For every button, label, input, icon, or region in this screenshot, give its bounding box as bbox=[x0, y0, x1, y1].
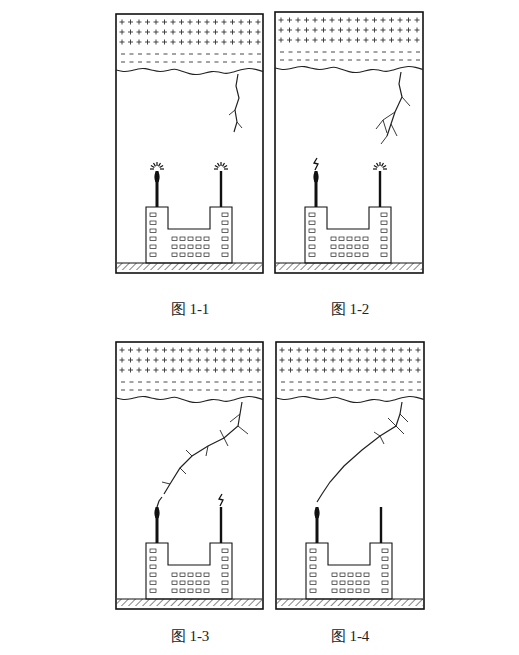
figure-caption: 图 1-4 bbox=[331, 627, 370, 646]
figure-caption: 图 1-2 bbox=[331, 300, 370, 319]
lightning-panel bbox=[275, 12, 423, 273]
lightning-panel bbox=[116, 342, 263, 609]
figure-caption: 图 1-3 bbox=[171, 627, 210, 646]
figure-caption: 图 1-1 bbox=[171, 300, 210, 319]
lightning-panel bbox=[116, 14, 263, 273]
lightning-panel bbox=[276, 342, 424, 609]
